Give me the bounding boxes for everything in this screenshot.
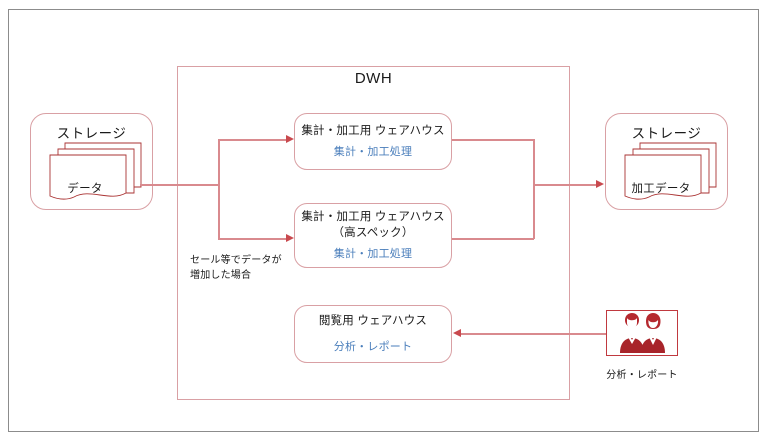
warehouse-high-spec-title-line2: （高スペック） [332, 227, 414, 239]
warehouse-processing-subtitle: 集計・加工処理 [333, 145, 413, 158]
warehouse-processing[interactable]: 集計・加工用 ウェアハウス 集計・加工処理 [294, 113, 452, 170]
warehouse-viewing-subtitle: 分析・レポート [333, 341, 413, 354]
scaling-note: セール等でデータが 増加した場合 [190, 253, 282, 283]
warehouse-high-spec-subtitle: 集計・加工処理 [333, 247, 413, 260]
connector-people-to-viewing [461, 333, 606, 335]
people-caption: 分析・レポート [606, 370, 678, 381]
source-data-documents [45, 140, 145, 205]
connector-to-warehouse-1 [218, 139, 288, 141]
target-data-documents [620, 140, 720, 205]
warehouse-high-spec-title: 集計・加工用 ウェアハウス [301, 211, 445, 224]
warehouse-viewing[interactable]: 閲覧用 ウェアハウス 分析・レポート [294, 305, 452, 363]
arrow-into-warehouse-1 [286, 135, 294, 143]
connector-to-warehouse-2 [218, 238, 288, 240]
arrow-into-warehouse-viewing [453, 329, 461, 337]
warehouse-processing-title: 集計・加工用 ウェアハウス [301, 125, 445, 138]
connector-split-riser [218, 139, 220, 239]
two-people-icon [620, 313, 665, 353]
dwh-title: DWH [354, 70, 393, 87]
source-data-label: データ [67, 183, 103, 195]
connector-warehouse-1-out [452, 139, 534, 141]
people-icon-box [606, 310, 678, 356]
warehouse-processing-high-spec[interactable]: 集計・加工用 ウェアハウス （高スペック） 集計・加工処理 [294, 203, 452, 268]
page-border [8, 9, 759, 432]
scaling-note-line-2: 増加した場合 [190, 270, 252, 281]
dwh-container [177, 66, 570, 400]
arrow-into-target-storage [596, 180, 604, 188]
warehouse-viewing-title: 閲覧用 ウェアハウス [318, 314, 428, 327]
source-storage-title: ストレージ [56, 126, 127, 141]
connector-source-to-split [140, 184, 220, 186]
target-storage-title: ストレージ [631, 126, 702, 141]
connector-merge-riser [533, 139, 535, 239]
connector-merge-to-target [533, 184, 598, 186]
arrow-into-warehouse-2 [286, 234, 294, 242]
scaling-note-line-1: セール等でデータが [190, 255, 282, 266]
connector-warehouse-2-out [452, 238, 534, 240]
target-data-label: 加工データ [631, 183, 691, 195]
